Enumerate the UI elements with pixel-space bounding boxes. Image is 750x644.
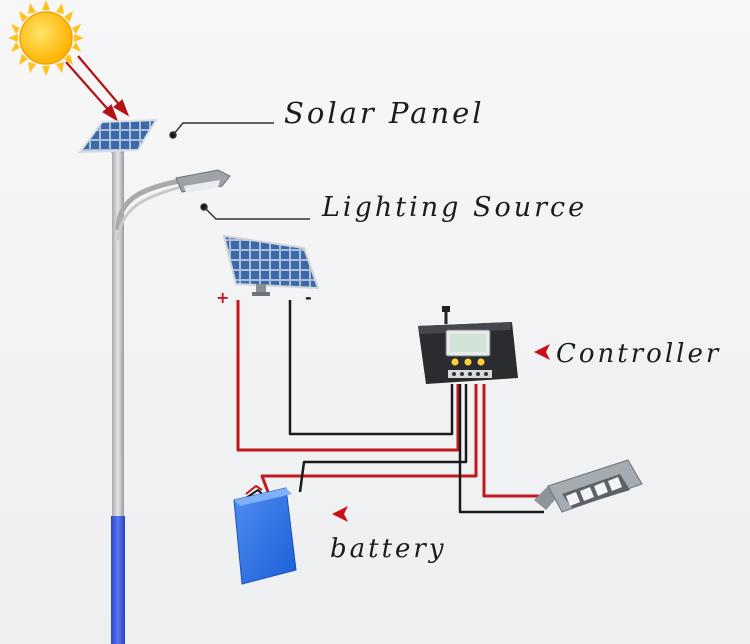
positive-wire-battery	[260, 384, 478, 493]
leader-lines	[169, 122, 310, 220]
charge-controller	[418, 306, 518, 384]
positive-wire-panel	[236, 300, 460, 452]
led-street-lamp	[534, 459, 643, 513]
pointer-arrows	[332, 344, 550, 522]
negative-wire-lamp	[458, 384, 544, 514]
solar-panel-top	[77, 118, 158, 154]
lamp-head-top	[175, 169, 231, 193]
battery-pack	[233, 487, 297, 585]
sunlight-arrows	[65, 55, 130, 122]
wiring	[236, 300, 548, 514]
negative-terminal-label: -	[305, 288, 312, 307]
solar-panel-module	[222, 234, 320, 296]
sun-icon	[8, 0, 84, 76]
street-light-pole	[94, 131, 186, 644]
negative-wire-battery	[298, 384, 468, 493]
controller-label: Controller	[556, 339, 722, 369]
solar-panel-label: Solar Panel	[284, 96, 485, 130]
battery-label: battery	[330, 534, 447, 564]
lighting-source-label: Lighting Source	[322, 192, 588, 223]
positive-terminal-label: +	[216, 288, 230, 307]
negative-wire-panel	[288, 300, 454, 436]
controller-pointer-icon	[534, 344, 550, 360]
battery-pointer-icon	[332, 506, 348, 522]
positive-wire-lamp	[482, 384, 548, 498]
